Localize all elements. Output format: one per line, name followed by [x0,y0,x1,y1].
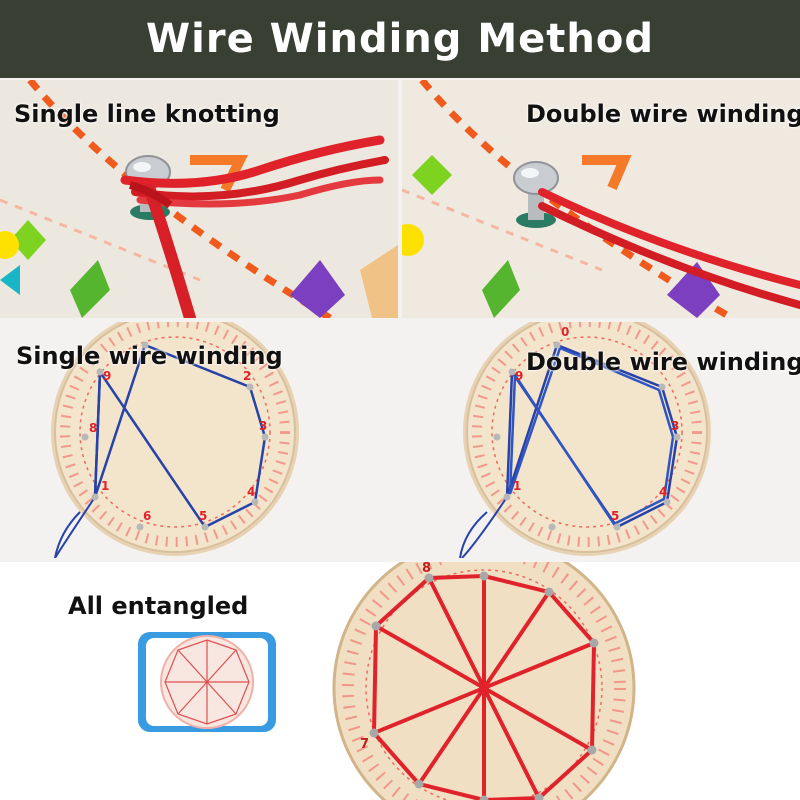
board-number: 1 [101,479,109,493]
label-all-entangled: All entangled [68,592,249,620]
board-number: 3 [259,419,267,433]
title-banner: Wire Winding Method [0,0,800,78]
board-number: 0 [561,325,569,339]
green-diamond [10,220,46,260]
photo-double-wire-winding-board: 0 3 4 5 1 9 Double wire winding [402,322,800,558]
all-entangled-illustration: 8 7 [0,562,800,800]
board-number: 2 [243,369,251,383]
label-single-wire-winding: Single wire winding [16,342,283,370]
board-number: 8 [422,562,431,576]
board-number: 3 [671,419,679,433]
board-number: 8 [89,421,97,435]
label-double-wire-winding-board: Double wire winding [526,348,800,376]
board-number: 4 [659,485,667,499]
board-number: 7 [360,737,369,752]
photo-all-entangled: 8 7 All entangled [0,562,800,800]
board-number: 6 [143,509,151,523]
board-number: 5 [199,509,207,523]
single-winding-board: 2 3 4 5 6 1 8 9 [0,322,398,558]
double-winding-photo-illustration [402,80,800,318]
instruction-card [138,632,276,732]
photo-single-line-knotting: Single line knotting [0,80,398,318]
board-number: 9 [103,369,111,383]
board-number: 9 [515,369,523,383]
photo-single-wire-winding: 2 3 4 5 6 1 8 9 Single wire winding [0,322,398,558]
knotting-photo-illustration [0,80,398,318]
yellow-dot [0,231,19,259]
page-title: Wire Winding Method [146,16,654,62]
board-number: 4 [247,485,255,499]
photo-double-wire-winding-closeup: Double wire winding [402,80,800,318]
green-diamond [412,155,452,195]
label-single-line-knotting: Single line knotting [14,100,280,128]
board-number: 5 [611,509,619,523]
double-winding-board: 0 3 4 5 1 9 [402,322,800,558]
yellow-dot [402,224,424,256]
label-double-wire-winding-top: Double wire winding [526,100,800,128]
board-number: 1 [513,479,521,493]
